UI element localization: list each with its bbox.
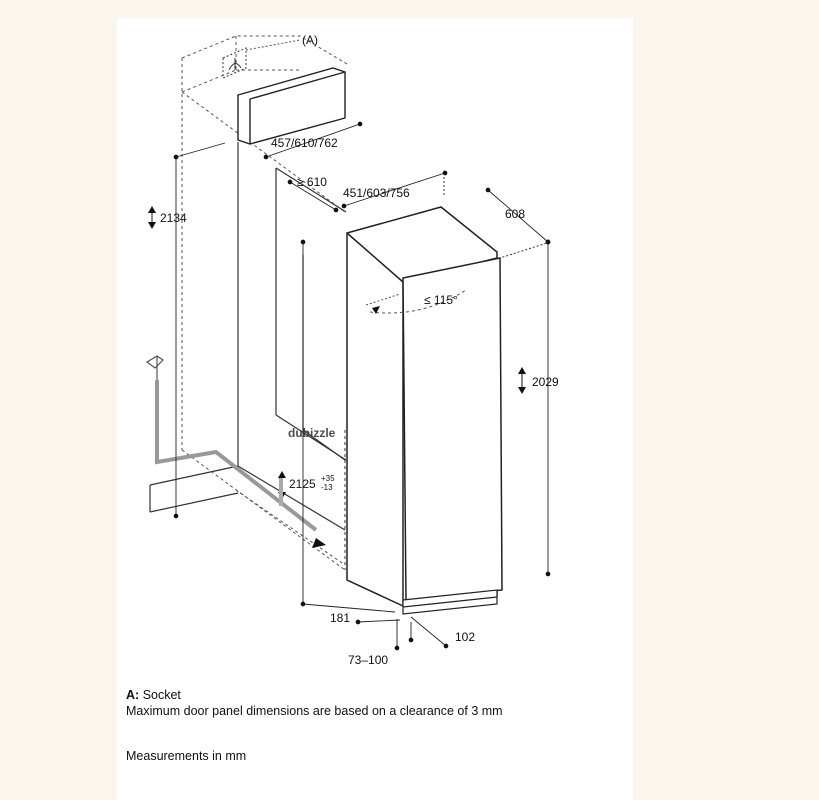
cabinet-walls [149,142,347,531]
socket-note-text: Socket [142,688,181,702]
hose-arrow-icon [312,538,326,548]
dim-appliance-depth: 451/603/756 [343,186,410,200]
swing-arrow-icon [372,306,380,314]
dim-niche-height: 2134 [160,211,187,225]
decor-panel [237,67,346,145]
appliance-plinth [402,589,498,615]
water-tap-icon [145,355,164,380]
callout-leader [245,39,301,51]
dim-appliance-height: 2029 [532,375,559,389]
socket-icon [222,47,247,79]
door-panel-note: Maximum door panel dimensions are based … [126,704,503,718]
socket-note: A: Socket [126,687,503,703]
dim-niche-depth: ≥ 610 [297,175,327,189]
dim-plinth-height: 102 [455,630,475,644]
dim-door-angle: ≤ 115° [424,293,458,307]
water-hose [155,380,318,532]
dimension-lines [173,121,551,651]
dim-panel-tol-minus: -13 [321,483,333,492]
dim-plinth-depth: 181 [330,611,350,625]
dim-niche-width: 457/610/762 [271,136,338,150]
watermark: dubizzle [288,426,336,440]
door-swing-arc [369,289,467,314]
dim-panel-tol-plus: +35 [321,474,335,483]
dim-appliance-width: 608 [505,207,525,221]
appliance-body [346,206,503,607]
callout-a: (A) [302,33,318,47]
door-swing-line [365,293,401,306]
notes-block: A: Socket Maximum door panel dimensions … [126,687,503,764]
units-note: Measurements in mm [126,749,247,763]
dim-foot-range: 73–100 [348,653,388,667]
dim-panel-height: 2125 [289,477,316,491]
socket-note-label: A: [126,688,140,702]
